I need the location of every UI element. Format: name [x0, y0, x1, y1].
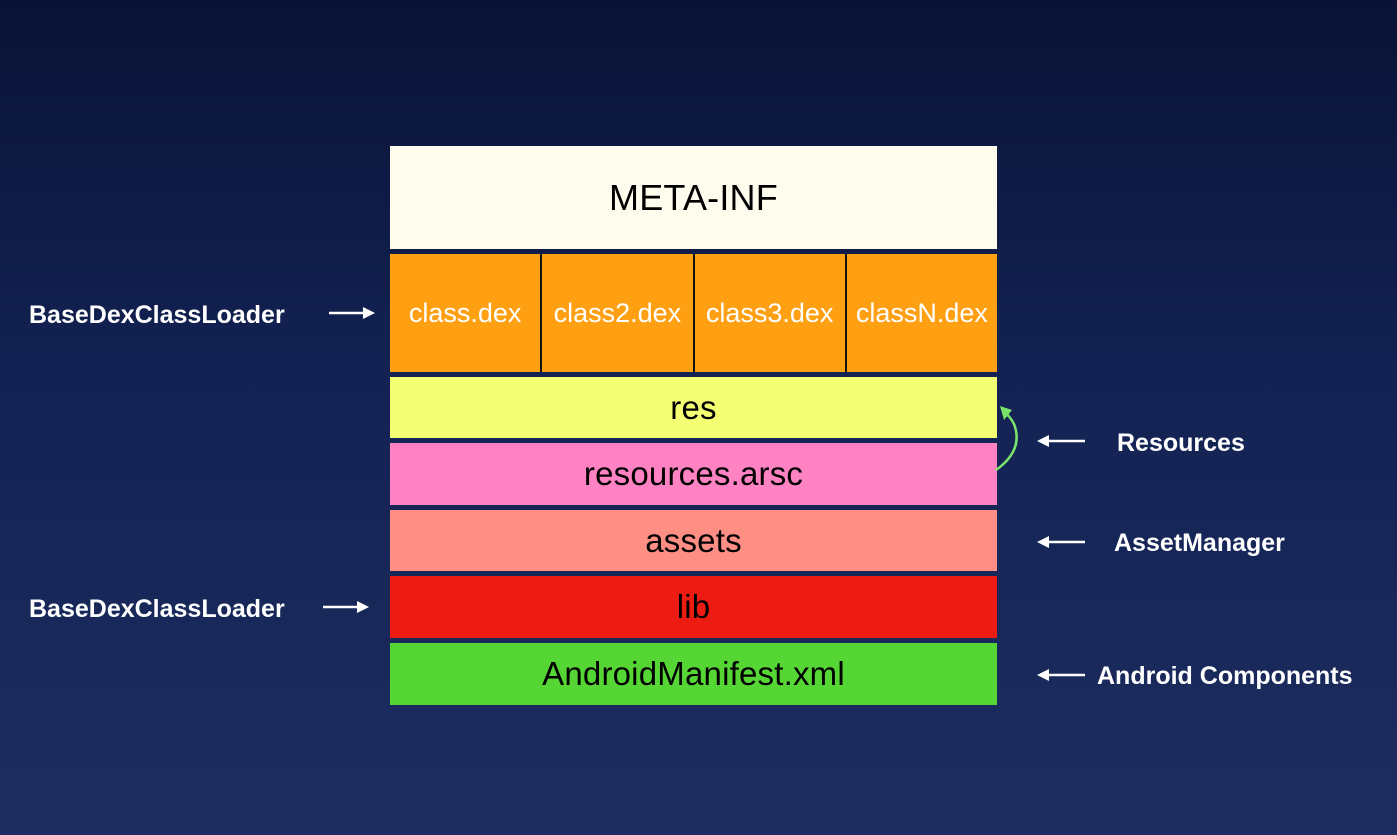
manifest-block: AndroidManifest.xml — [390, 643, 997, 705]
android-components-label: Android Components — [1097, 662, 1353, 690]
resources-label: Resources — [1117, 429, 1245, 457]
asset-manager-label: AssetManager — [1114, 529, 1285, 557]
arrow-right-icon — [329, 307, 375, 319]
arrow-left-icon — [1037, 536, 1085, 548]
dex-file-class3: class3.dex — [694, 254, 845, 372]
dex-loader-label: BaseDexClassLoader — [29, 301, 285, 329]
arrow-left-icon — [1037, 435, 1085, 447]
dex-file-classN: classN.dex — [846, 254, 997, 372]
meta-inf-block: META-INF — [390, 146, 997, 249]
resources-arsc-block: resources.arsc — [390, 443, 997, 505]
curved-arrow-icon — [995, 406, 1018, 472]
lib-loader-label: BaseDexClassLoader — [29, 595, 285, 623]
dex-file-class: class.dex — [390, 254, 541, 372]
lib-block: lib — [390, 576, 997, 638]
dex-file-class2: class2.dex — [542, 254, 693, 372]
dex-files-row: class.dex class2.dex class3.dex classN.d… — [390, 254, 997, 372]
arrow-right-icon — [323, 601, 369, 613]
res-block: res — [390, 377, 997, 438]
assets-block: assets — [390, 510, 997, 571]
arrow-left-icon — [1037, 669, 1085, 681]
